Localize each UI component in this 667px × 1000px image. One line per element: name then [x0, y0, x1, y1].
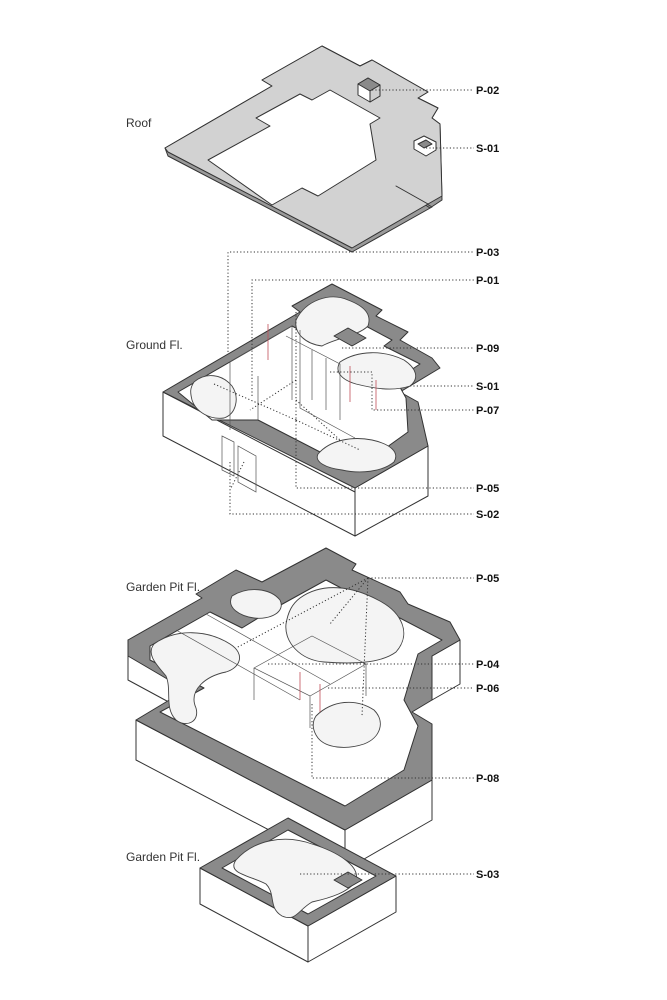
callout-p08: P-08 [476, 773, 499, 785]
callout-p09: P-09 [476, 343, 499, 355]
callout-p06: P-06 [476, 683, 499, 695]
leader-p05-ground [213, 312, 474, 489]
leader-p01 [251, 279, 474, 396]
ground-garden-bottom [316, 438, 397, 473]
garden1-garden-top [230, 589, 282, 619]
floor-label-roof: Roof [126, 116, 152, 130]
roof-vent-box [357, 77, 381, 103]
floor-label-garden-pit-2: Garden Pit Fl. [126, 850, 200, 864]
callout-p04: P-04 [476, 659, 500, 671]
garden1-garden-left [150, 632, 240, 724]
callout-p07: P-07 [476, 405, 499, 417]
ground-garden-left [190, 375, 237, 419]
callout-p03: P-03 [476, 247, 499, 259]
floor-label-garden-pit-1: Garden Pit Fl. [126, 580, 200, 594]
ground-floor-level [162, 283, 441, 537]
callout-p02: P-02 [476, 85, 499, 97]
leader-lines [213, 89, 474, 875]
callout-s01-roof: S-01 [476, 143, 499, 155]
callout-p01: P-01 [476, 275, 499, 287]
garden1-garden-main [285, 587, 405, 664]
garden-pit-floor-2-level [199, 817, 397, 963]
floor-label-ground: Ground Fl. [126, 338, 183, 352]
roof-skylight-box [413, 135, 437, 157]
roof-level [164, 45, 443, 253]
callout-s03: S-03 [476, 869, 499, 881]
garden-pit-floor-1-level [127, 547, 461, 871]
garden2-garden [233, 838, 357, 918]
roof-opening [207, 89, 381, 206]
garden1-garden-bottom [312, 701, 381, 748]
callout-s02: S-02 [476, 509, 499, 521]
leader-p07 [330, 371, 474, 411]
leader-s02 [229, 461, 474, 515]
callout-s01-ground: S-01 [476, 381, 499, 393]
callout-p05-garden: P-05 [476, 573, 499, 585]
leader-p08 [311, 704, 474, 779]
callout-p05-ground: P-05 [476, 483, 499, 495]
